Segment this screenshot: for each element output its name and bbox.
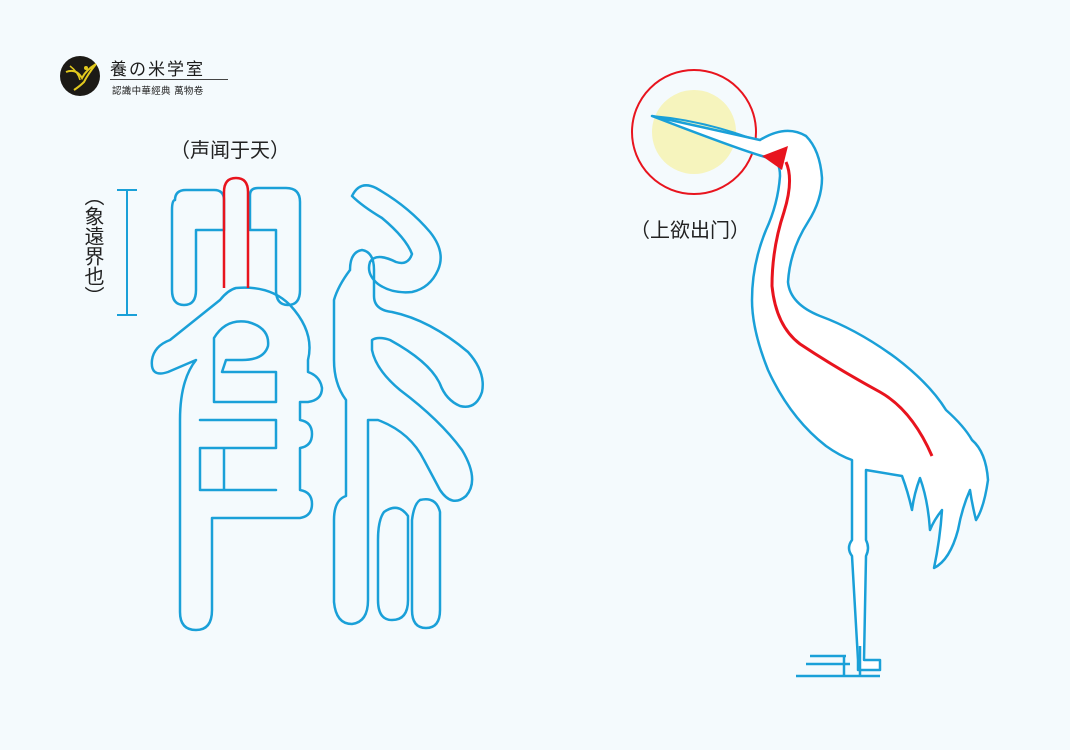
- crane-neck-path: [770, 161, 934, 457]
- character-right-hook-stroke: [332, 248, 484, 626]
- character-highlight-stroke: [222, 176, 250, 288]
- crane-feet: [796, 646, 880, 678]
- bracket-marker: [117, 189, 137, 316]
- brand-name: 養の米学室: [110, 60, 205, 80]
- brand-divider: [110, 79, 228, 80]
- character-top-left-stroke: [170, 188, 226, 307]
- caption-top: （声闻于天）: [170, 138, 290, 162]
- crane-neck-arrowhead: [762, 146, 788, 170]
- character-right-leg2-stroke: [410, 498, 442, 630]
- character-left-inner-stroke: [212, 320, 278, 404]
- caption-right: （上欲出门）: [630, 218, 750, 242]
- brand-block: 養の米学室 認識中華經典 萬物卷: [60, 55, 230, 99]
- character-left-body-stroke: [150, 286, 324, 632]
- character-top-right-stroke: [248, 186, 302, 307]
- character-right-leg-stroke: [376, 506, 410, 622]
- crane-illustration: [631, 69, 990, 678]
- brand-logo-icon: [60, 56, 100, 96]
- brand-subtitle: 認識中華經典 萬物卷: [112, 86, 204, 97]
- moon-highlight-ring: [631, 69, 757, 195]
- character-grid-stroke: [198, 418, 278, 492]
- character-right-arc-stroke: [350, 184, 442, 294]
- caption-vertical: （象遠界也）: [81, 186, 105, 306]
- crane-beak-stroke: [651, 115, 751, 139]
- seal-script-character: [150, 184, 484, 632]
- crane-body-outline: [650, 114, 990, 672]
